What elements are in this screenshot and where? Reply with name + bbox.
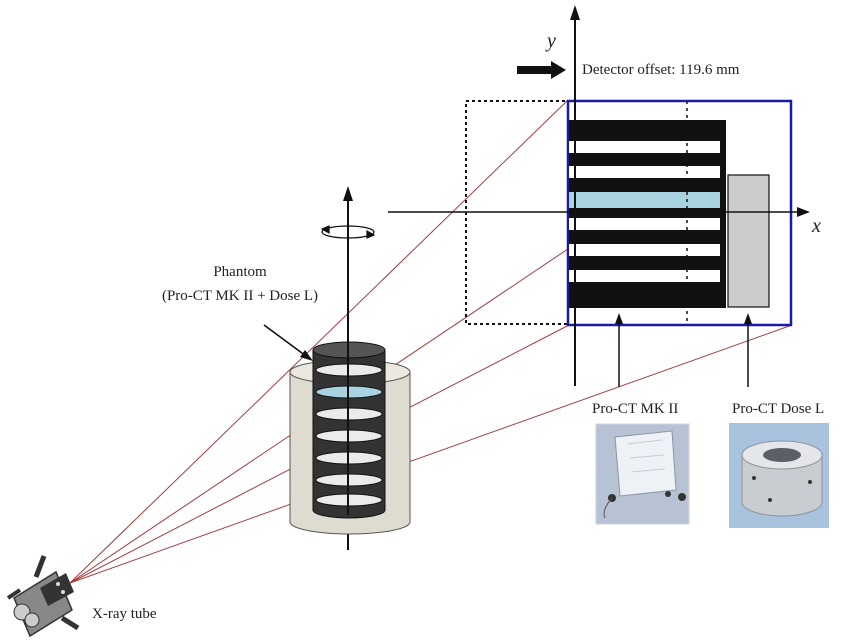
dose-l-photo bbox=[729, 423, 829, 528]
phantom bbox=[289, 340, 411, 535]
beam-line bbox=[69, 99, 569, 584]
x-axis-label: x bbox=[811, 215, 821, 237]
rotation-arrow-icon bbox=[320, 225, 376, 239]
x-axis bbox=[388, 207, 810, 217]
detector-offset-label: Detector offset: 119.6 mm bbox=[582, 62, 740, 78]
y-axis-label: y bbox=[545, 30, 556, 52]
highlight-slab bbox=[569, 192, 720, 208]
mk2-slab-stack bbox=[569, 120, 726, 308]
dose-l-pointer bbox=[744, 313, 752, 387]
phantom-title: Phantom bbox=[213, 264, 267, 280]
y-axis bbox=[570, 5, 580, 386]
beam-line bbox=[69, 324, 793, 584]
xray-tube-label: X-ray tube bbox=[92, 606, 157, 622]
dose-l-label: Pro-CT Dose L bbox=[732, 401, 824, 417]
mk2-pointer bbox=[615, 313, 623, 387]
phantom-subtitle: (Pro-CT MK II + Dose L) bbox=[162, 288, 318, 304]
right-arrow-icon bbox=[517, 61, 566, 79]
mk2-label: Pro-CT MK II bbox=[592, 401, 678, 417]
xray-tube-icon bbox=[6, 555, 80, 638]
dose-l-block bbox=[727, 174, 770, 308]
mk2-photo bbox=[595, 423, 690, 525]
phantom-pointer bbox=[263, 324, 313, 361]
